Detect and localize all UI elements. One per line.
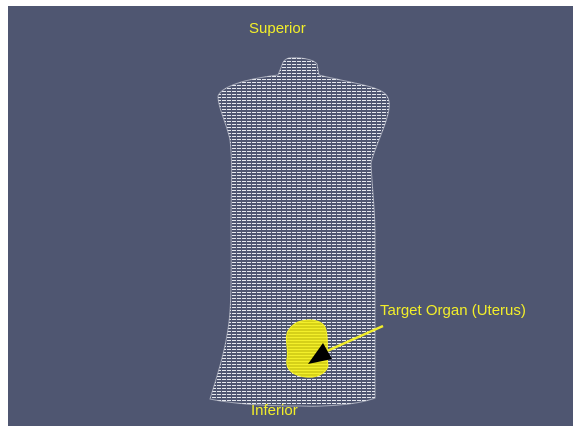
target-organ-label: Target Organ (Uterus) <box>380 302 526 319</box>
render-canvas <box>8 6 573 426</box>
inferior-label: Inferior <box>251 402 298 419</box>
superior-label: Superior <box>249 20 306 37</box>
3d-viewport[interactable]: Superior Target Organ (Uterus) Inferior <box>8 6 573 426</box>
